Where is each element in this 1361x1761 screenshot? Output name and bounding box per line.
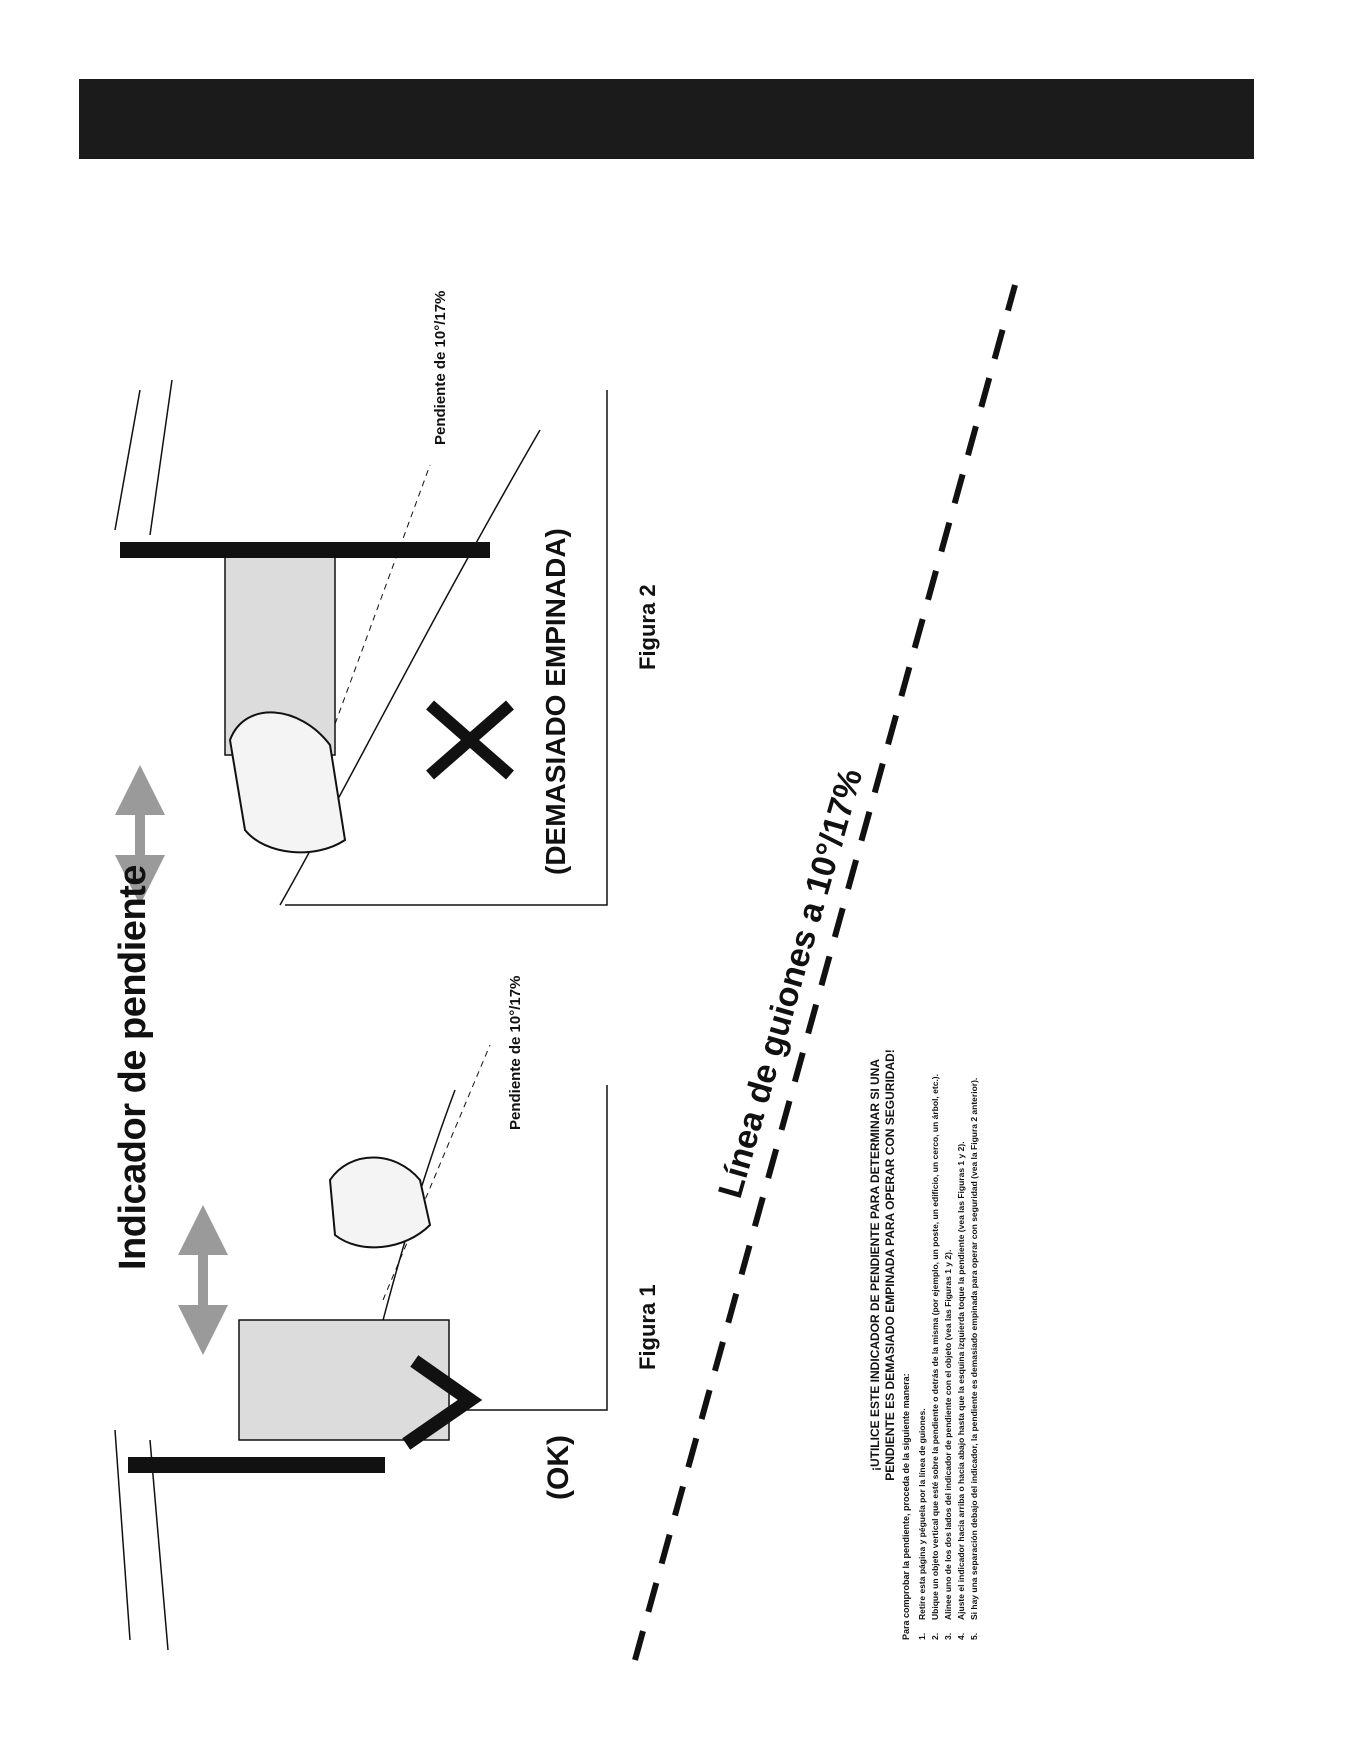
instructions-intro: Para comprobar la pendiente, proceda de … [901, 1373, 911, 1640]
instructions-block: ¡UTILICE ESTE INDICADOR DE PENDIENTE PAR… [868, 890, 981, 1640]
figure-2-dashed-reference [319, 464, 431, 766]
instructions-heading-line-2: PENDIENTE ES DEMASIADO EMPINADA PARA OPE… [883, 1049, 897, 1481]
list-item: 5.Si hay una separación debajo del indic… [969, 1077, 979, 1640]
list-item: 2.Ubique un objeto vertical que esté sob… [930, 1074, 940, 1640]
hand-illustration [328, 1156, 432, 1249]
list-item: 1.Retire esta página y péguela por la lí… [917, 1408, 927, 1640]
figure-1-slope-label: Pendiente de 10°/17% [507, 976, 524, 1130]
wire-illustration [114, 1429, 169, 1651]
list-item: 3.Alinee uno de los dos lados del indica… [943, 1249, 953, 1640]
figure-1-status: (OK) [542, 1435, 575, 1500]
instructions-heading: ¡UTILICE ESTE INDICADOR DE PENDIENTE PAR… [868, 890, 898, 1640]
list-item: 4.Ajuste el indicador hacia arriba o hac… [956, 1141, 966, 1640]
figure-2-slope-line [279, 429, 541, 906]
figure-2-caption: Figura 2 [635, 584, 660, 670]
figure-2-frame [285, 390, 608, 906]
figure-2 [114, 379, 608, 906]
wire-illustration [114, 379, 173, 536]
header-bar [79, 79, 1254, 159]
check-icon [402, 1355, 483, 1450]
figure-1 [114, 1044, 608, 1651]
x-icon [426, 700, 514, 780]
page-title: Indicador de pendiente [112, 865, 154, 1270]
figure-1-caption: Figura 1 [635, 1284, 660, 1370]
figure-2-slope-label: Pendiente de 10°/17% [432, 291, 449, 445]
figure-2-status: (DEMASIADO EMPINADA) [540, 528, 571, 875]
dashed-line-label: Línea de guiones a 10°/17% [711, 765, 870, 1203]
dashed-cut-line [632, 284, 1018, 1661]
figure-1-slope-card [238, 1319, 450, 1441]
instructions-heading-line-1: ¡UTILICE ESTE INDICADOR DE PENDIENTE PAR… [868, 1058, 882, 1472]
instructions-steps: 1.Retire esta página y péguela por la lí… [916, 890, 981, 1640]
figure-1-dashed-reference [382, 1044, 491, 1301]
hand-illustration [228, 711, 347, 854]
